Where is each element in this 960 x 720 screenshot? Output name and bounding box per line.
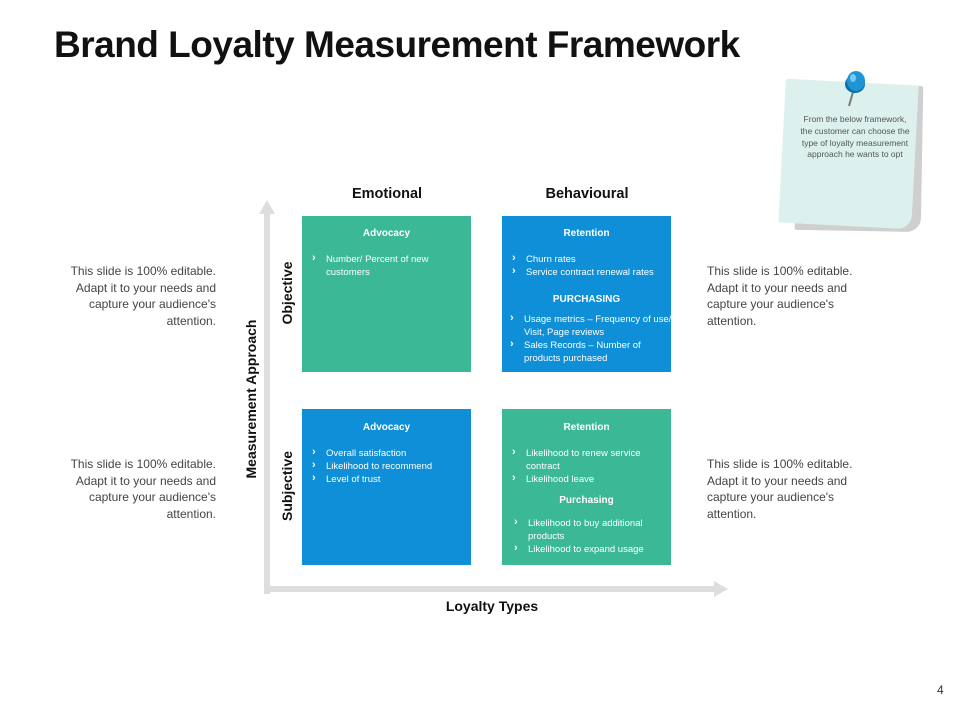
box-subjective-emotional: Advocacy Overall satisfaction Likelihood…: [302, 409, 471, 565]
bullet-item: Likelihood leave: [512, 472, 676, 486]
bullet-item: Likelihood to expand usage: [514, 542, 676, 556]
bullet-item: Usage metrics – Frequency of use/ Visit,…: [510, 312, 674, 339]
box-objective-emotional: Advocacy Number/ Percent of new customer…: [302, 216, 471, 372]
axis-label-loyalty-types: Loyalty Types: [445, 598, 539, 614]
pushpin-icon: [845, 71, 865, 107]
bullet-item: Churn rates: [512, 252, 676, 266]
box-title: Retention: [563, 228, 610, 239]
bullet-item: Level of trust: [312, 472, 476, 486]
note-text: From the below framework, the customer c…: [800, 114, 910, 160]
bullet-item: Likelihood to recommend: [312, 459, 476, 473]
page-number: 4: [937, 683, 944, 697]
box-objective-behavioural: Retention Churn rates Service contract r…: [502, 216, 671, 372]
box-subtitle: PURCHASING: [552, 294, 621, 305]
side-text-right-top: This slide is 100% editable. Adapt it to…: [707, 264, 853, 328]
column-header-emotional: Emotional: [351, 186, 423, 202]
box-subjective-behavioural: Retention Likelihood to renew service co…: [502, 409, 671, 565]
side-text-left-bottom: This slide is 100% editable. Adapt it to…: [70, 457, 216, 521]
bullet-item: Service contract renewal rates: [512, 265, 666, 279]
row-label-subjective: Subjective: [279, 450, 295, 522]
bullet-item: Number/ Percent of new customers: [312, 252, 466, 279]
row-label-objective: Objective: [279, 261, 295, 325]
axis-label-measurement-approach: Measurement Approach: [243, 319, 259, 479]
slide-title: Brand Loyalty Measurement Framework: [54, 24, 740, 65]
bullet-item: Likelihood to buy additional products: [514, 516, 676, 543]
box-title: Retention: [563, 422, 610, 433]
box-title: Advocacy: [362, 228, 411, 239]
axis-arrow-right: [714, 581, 728, 597]
side-text-left-top: This slide is 100% editable. Adapt it to…: [70, 264, 216, 328]
box-title: Advocacy: [362, 422, 411, 433]
vertical-axis: [264, 210, 270, 594]
side-text-right-bottom: This slide is 100% editable. Adapt it to…: [707, 457, 853, 521]
axis-arrow-up: [259, 200, 275, 214]
column-header-behavioural: Behavioural: [545, 186, 629, 202]
bullet-item: Overall satisfaction: [312, 446, 476, 460]
horizontal-axis: [264, 586, 716, 592]
bullet-item: Sales Records – Number of products purch…: [510, 338, 674, 365]
box-subtitle: Purchasing: [559, 495, 614, 506]
bullet-item: Likelihood to renew service contract: [512, 446, 676, 473]
